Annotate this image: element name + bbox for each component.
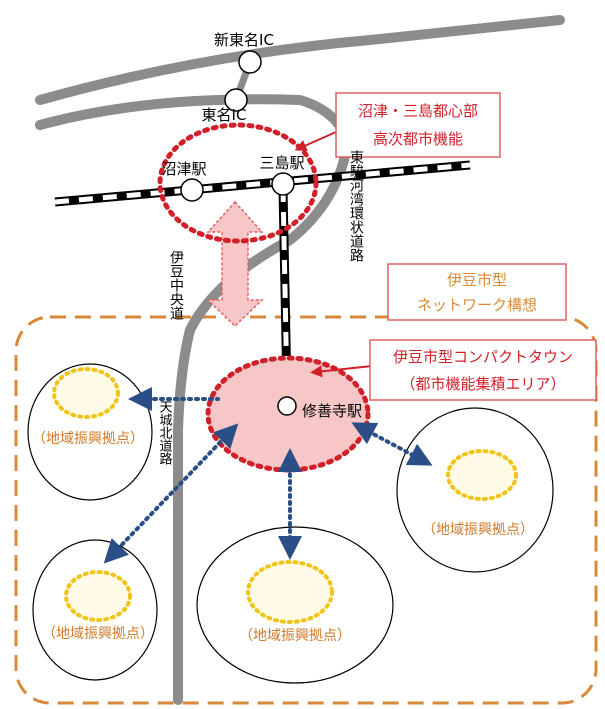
compact-town-sub: （都市機能集積エリア）	[400, 375, 565, 393]
numazu-mishima-area	[157, 122, 319, 244]
hub-bottom-center-label: （地域振興拠点）	[239, 628, 351, 644]
amagi-road-label: 天城北道路	[157, 400, 173, 465]
callout-arrow-top	[294, 131, 337, 152]
tomei-ic-node	[224, 88, 248, 112]
shin-tomei-ic-node	[238, 50, 262, 74]
izu-network-callout-box	[387, 263, 567, 321]
hub-right-label: （地域振興拠点）	[422, 522, 534, 538]
tohi-road-label: 東駿河湾環状道路	[348, 150, 364, 262]
tokaido-railway	[54, 160, 471, 207]
numazu-mishima-sub: 高次都市機能	[373, 130, 463, 148]
numazu-mishima-callout-box	[335, 92, 501, 158]
izu-network-title: 伊豆市型	[447, 271, 507, 289]
izu-chuo-road-label: 伊豆中央道	[168, 250, 184, 321]
tomei-highway	[35, 94, 353, 705]
hub-top-left-core	[52, 367, 120, 419]
shuzenji-station-node	[277, 396, 297, 416]
shin-tomei-highway	[35, 15, 565, 105]
hub-bottom-left-core	[64, 570, 132, 622]
compact-town-callout-box	[369, 339, 597, 401]
tomei-ic-label: 東名IC	[202, 106, 247, 124]
numazu-mishima-title: 沼津・三島都心部	[358, 102, 478, 120]
hub-bottom-center-core	[246, 560, 334, 624]
compact-town-title: 伊豆市型コンパクトタウン	[393, 348, 573, 366]
numazu-station-node	[180, 178, 204, 202]
numazu-station-label: 沼津駅	[161, 160, 206, 178]
shuzenji-station-label: 修善寺駅	[302, 402, 362, 420]
izu-network-sub: ネットワーク構想	[417, 296, 537, 314]
hub-right-core	[446, 449, 518, 501]
link-bottom-left	[103, 423, 239, 564]
hub-top-left-label: （地域振興拠点）	[32, 431, 144, 447]
shin-tomei-ic-label: 新東名IC	[214, 31, 274, 49]
callout-arrow-compact	[310, 365, 373, 378]
connection-arrow	[206, 200, 264, 328]
link-right	[351, 422, 433, 466]
hub-bottom-left-label: （地域振興拠点）	[42, 626, 154, 642]
izuhakone-railway	[278, 187, 292, 393]
mishima-station-node	[271, 172, 295, 196]
network-boundary	[14, 315, 598, 705]
mishima-station-label: 三島駅	[259, 154, 304, 172]
